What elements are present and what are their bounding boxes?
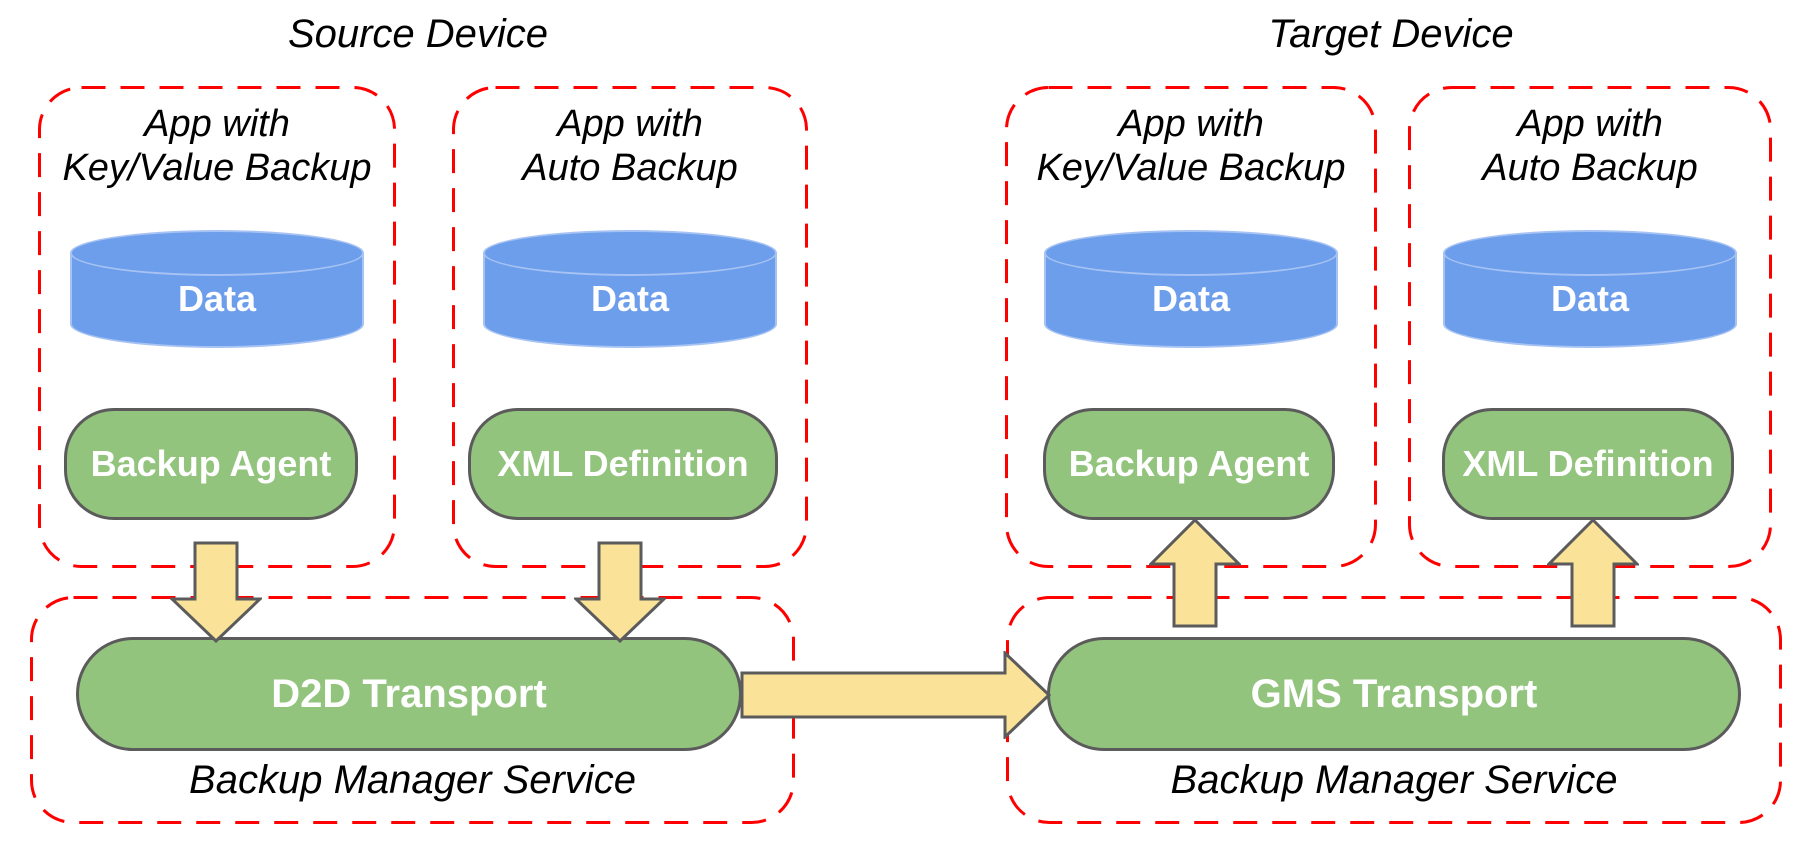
data-label: Data bbox=[590, 278, 670, 319]
app-title: App with Auto Backup bbox=[1408, 102, 1772, 190]
source-device-title: Source Device bbox=[287, 12, 549, 56]
data-label: Data bbox=[1550, 278, 1630, 319]
cylinder-top-ellipse bbox=[1044, 230, 1338, 276]
arrow-up-gms-to-xml-definition-icon bbox=[1547, 518, 1639, 628]
app-box-target-keyvalue: App with Key/Value Backup Data Backup Ag… bbox=[1005, 86, 1377, 568]
app-title-line1: App with bbox=[144, 103, 290, 145]
app-box-target-auto: App with Auto Backup Data XML Definition bbox=[1408, 86, 1772, 568]
app-title-line2: Key/Value Backup bbox=[62, 147, 372, 189]
arrow-right-d2d-to-gms-icon bbox=[740, 651, 1052, 739]
app-title-line2: Key/Value Backup bbox=[1036, 147, 1346, 189]
data-label: Data bbox=[177, 278, 257, 319]
data-label: Data bbox=[1151, 278, 1231, 319]
xml-definition-pill: XML Definition bbox=[468, 408, 778, 520]
arrow-down-backup-agent-to-d2d-icon bbox=[170, 541, 262, 643]
cylinder-top-ellipse bbox=[483, 230, 777, 276]
service-box-target: GMS Transport Backup Manager Service bbox=[1006, 596, 1782, 824]
backup-agent-pill: Backup Agent bbox=[1043, 408, 1335, 520]
app-title-line1: App with bbox=[557, 103, 703, 145]
app-title-line2: Auto Backup bbox=[1482, 147, 1698, 189]
app-box-source-auto: App with Auto Backup Data XML Definition bbox=[452, 86, 808, 568]
data-cylinder: Data bbox=[1044, 230, 1338, 348]
gms-transport-pill: GMS Transport bbox=[1047, 637, 1741, 751]
service-label: Backup Manager Service bbox=[189, 758, 636, 802]
arrow-down-xml-definition-to-d2d-icon bbox=[574, 541, 666, 643]
d2d-transport-pill: D2D Transport bbox=[76, 637, 742, 751]
app-title-line1: App with bbox=[1517, 103, 1663, 145]
data-cylinder: Data bbox=[70, 230, 364, 348]
dashed-border bbox=[38, 86, 396, 568]
app-title: App with Key/Value Backup bbox=[38, 102, 396, 190]
service-box-source: D2D Transport Backup Manager Service bbox=[30, 596, 795, 824]
backup-agent-pill: Backup Agent bbox=[64, 408, 358, 520]
dashed-border bbox=[452, 86, 808, 568]
target-device-title: Target Device bbox=[1268, 12, 1514, 56]
cylinder-top-ellipse bbox=[70, 230, 364, 276]
app-title: App with Auto Backup bbox=[452, 102, 808, 190]
data-cylinder: Data bbox=[483, 230, 777, 348]
app-title-line1: App with bbox=[1118, 103, 1264, 145]
app-title-line2: Auto Backup bbox=[522, 147, 738, 189]
dashed-border bbox=[30, 596, 795, 824]
app-box-source-keyvalue: App with Key/Value Backup Data Backup Ag… bbox=[38, 86, 396, 568]
cylinder-top-ellipse bbox=[1443, 230, 1737, 276]
arrow-up-gms-to-backup-agent-icon bbox=[1149, 518, 1241, 628]
xml-definition-pill: XML Definition bbox=[1442, 408, 1734, 520]
app-title: App with Key/Value Backup bbox=[1005, 102, 1377, 190]
service-label: Backup Manager Service bbox=[1170, 758, 1618, 802]
dashed-border bbox=[1006, 596, 1782, 824]
data-cylinder: Data bbox=[1443, 230, 1737, 348]
